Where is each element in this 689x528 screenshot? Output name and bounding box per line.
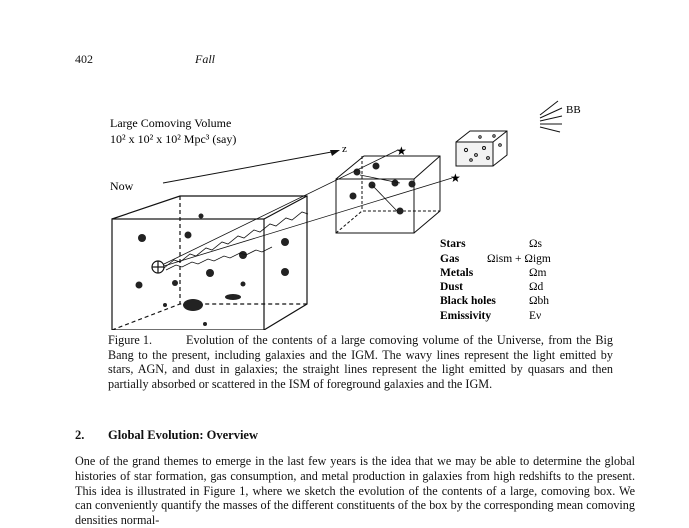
legend-symbol: Eν: [529, 310, 541, 322]
caption-text: Evolution of the contents of a large com…: [108, 333, 613, 391]
light-rays: [163, 149, 453, 271]
volume-label-line1: Large Comoving Volume: [110, 116, 231, 130]
legend-symbol: Ωism + Ωigm: [487, 253, 551, 265]
page-number: 402: [75, 52, 93, 66]
figure-1: Large Comoving Volume 10² x 10² x 10² Mp…: [110, 100, 581, 330]
legend-name: Stars: [440, 238, 466, 250]
legend-symbol: Ωd: [529, 281, 544, 293]
large-cube-galaxies: [135, 213, 289, 326]
legend-symbol: Ωs: [529, 238, 543, 250]
section-heading: 2. Global Evolution: Overview: [75, 428, 258, 443]
star-marker: ★: [396, 144, 407, 158]
observer-icon: [151, 260, 165, 274]
bb-rays: [539, 100, 563, 133]
z-arrowhead: [330, 150, 340, 156]
caption-label: Figure 1.: [108, 333, 153, 347]
section-title: Global Evolution: Overview: [108, 428, 258, 442]
z-arrow: [162, 150, 338, 184]
legend-name: Gas: [440, 253, 460, 265]
now-label: Now: [110, 179, 134, 193]
legend-name: Emissivity: [440, 310, 491, 322]
legend-name: Black holes: [440, 295, 496, 307]
running-head: 402 Fall: [75, 52, 215, 67]
legend-symbol: Ωm: [529, 267, 547, 279]
bb-cube: [455, 130, 508, 167]
bb-label: BB: [566, 104, 581, 116]
figure-caption: Figure 1.Evolution of the contents of a …: [108, 333, 613, 391]
legend-name: Metals: [440, 267, 474, 279]
legend-name: Dust: [440, 281, 463, 293]
legend: Stars Ωs Gas Ωism + Ωigm Metals Ωm Dust …: [440, 238, 551, 322]
legend-symbol: Ωbh: [529, 295, 549, 307]
volume-label-line2: 10² x 10² x 10² Mpc³ (say): [110, 132, 236, 146]
section-number: 2.: [75, 428, 85, 442]
z-label: z: [342, 143, 347, 155]
running-title: Fall: [195, 52, 215, 66]
star-marker: ★: [450, 171, 461, 185]
large-cube: [111, 195, 308, 330]
